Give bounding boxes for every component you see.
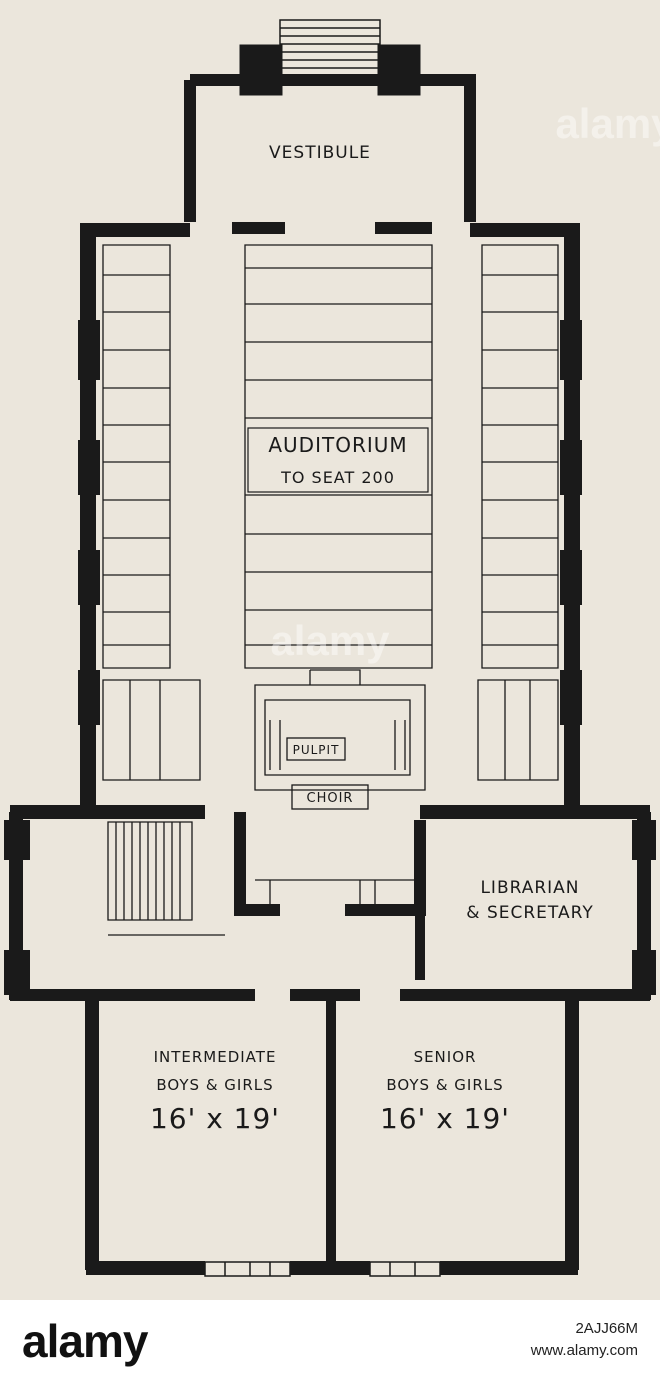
- senior-room-label: SENIOR: [414, 1048, 477, 1066]
- rear-windows: [204, 1261, 441, 1277]
- footer-bar: alamy 2AJJ66M www.alamy.com: [0, 1300, 660, 1390]
- secretary-label: & SECRETARY: [466, 903, 593, 923]
- stair: [107, 821, 225, 936]
- auditorium-label-box: [247, 427, 429, 493]
- intermediate-room-label: INTERMEDIATE: [154, 1048, 277, 1066]
- auditorium-pews: [102, 244, 559, 781]
- watermark-center: alamy: [270, 617, 390, 664]
- intermediate-room-size: 16' x 19': [150, 1102, 280, 1135]
- senior-room-size: 16' x 19': [380, 1102, 510, 1135]
- choir-label: CHOIR: [307, 791, 354, 806]
- vestibule-label: VESTIBULE: [269, 143, 371, 163]
- alamy-logo[interactable]: alamy: [22, 1315, 148, 1367]
- senior-room-sublabel: BOYS & GIRLS: [386, 1076, 503, 1094]
- site-url[interactable]: www.alamy.com: [530, 1342, 638, 1359]
- intermediate-room-sublabel: BOYS & GIRLS: [156, 1076, 273, 1094]
- image-info: 2AJJ66M www.alamy.com: [531, 1318, 638, 1362]
- entrance-steps: [279, 19, 381, 69]
- image-id: 2AJJ66M: [575, 1320, 638, 1337]
- watermark-right: alamy: [555, 100, 660, 147]
- auditorium-capacity-label: TO SEAT 200: [280, 468, 395, 487]
- chancel-platform: [254, 669, 426, 905]
- librarian-label: LIBRARIAN: [480, 878, 579, 898]
- auditorium-label: AUDITORIUM: [268, 433, 407, 457]
- pulpit-label: PULPIT: [293, 743, 340, 757]
- floor-plan-image: VESTIBULE AUDITORIUM TO SEAT 200 PULPIT …: [0, 0, 660, 1300]
- window-piers: [4, 320, 656, 995]
